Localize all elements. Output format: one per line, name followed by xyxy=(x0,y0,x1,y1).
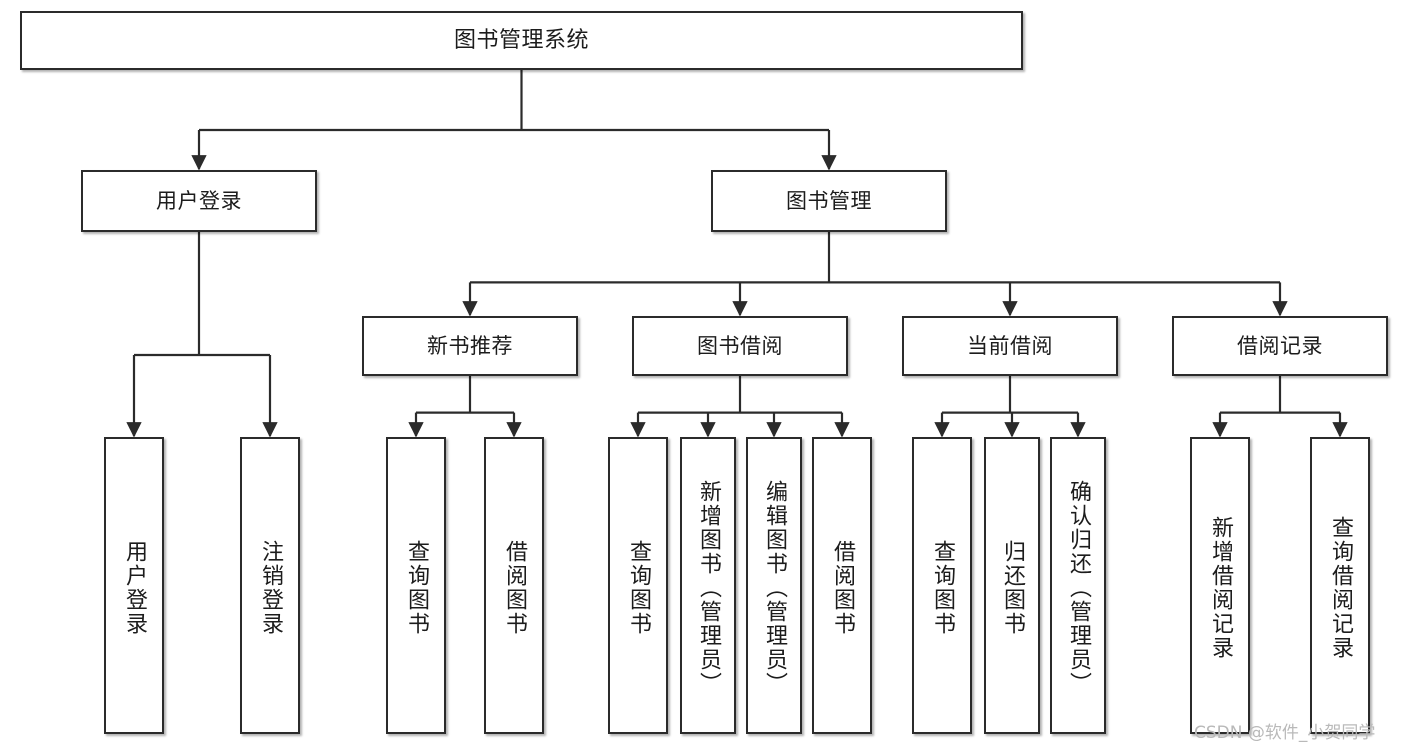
node-leaf-query-book-3-label: 查询图书 xyxy=(929,539,955,636)
node-leaf-user-logout[interactable]: 注销登录 xyxy=(240,437,300,734)
node-user-login[interactable]: 用户登录 xyxy=(81,170,317,232)
node-leaf-borrow-book-2[interactable]: 借阅图书 xyxy=(812,437,872,734)
node-leaf-confirm-return-label: 确认归还（管理员） xyxy=(1065,479,1091,696)
node-leaf-add-record-label: 新增借阅记录 xyxy=(1207,515,1233,660)
node-book-borrow-label: 图书借阅 xyxy=(697,333,783,358)
node-leaf-query-record[interactable]: 查询借阅记录 xyxy=(1310,437,1370,734)
node-leaf-add-book-label: 新增图书（管理员） xyxy=(695,479,721,696)
node-leaf-query-book-3[interactable]: 查询图书 xyxy=(912,437,972,734)
node-leaf-query-book-1-label: 查询图书 xyxy=(403,539,429,636)
node-leaf-query-book-1[interactable]: 查询图书 xyxy=(386,437,446,734)
node-leaf-query-record-label: 查询借阅记录 xyxy=(1327,515,1353,660)
node-leaf-return-book-label: 归还图书 xyxy=(999,539,1025,636)
node-root[interactable]: 图书管理系统 xyxy=(20,11,1023,70)
node-current-borrow-label: 当前借阅 xyxy=(967,333,1053,358)
node-root-label: 图书管理系统 xyxy=(453,27,589,53)
node-leaf-query-book-2-label: 查询图书 xyxy=(625,539,651,636)
node-book-borrow[interactable]: 图书借阅 xyxy=(632,316,848,376)
node-new-book-rec-label: 新书推荐 xyxy=(427,333,513,358)
node-new-book-rec[interactable]: 新书推荐 xyxy=(362,316,578,376)
node-leaf-user-logout-label: 注销登录 xyxy=(257,539,283,636)
node-current-borrow[interactable]: 当前借阅 xyxy=(902,316,1118,376)
node-leaf-confirm-return[interactable]: 确认归还（管理员） xyxy=(1050,437,1106,734)
csdn-watermark: CSDN @软件_小贺同学 xyxy=(1194,723,1376,743)
node-borrow-record-label: 借阅记录 xyxy=(1237,333,1323,358)
node-leaf-user-login-label: 用户登录 xyxy=(121,539,147,636)
node-leaf-borrow-book-1-label: 借阅图书 xyxy=(501,539,527,636)
node-leaf-add-record[interactable]: 新增借阅记录 xyxy=(1190,437,1250,734)
node-leaf-add-book[interactable]: 新增图书（管理员） xyxy=(680,437,736,734)
node-borrow-record[interactable]: 借阅记录 xyxy=(1172,316,1388,376)
node-leaf-borrow-book-1[interactable]: 借阅图书 xyxy=(484,437,544,734)
node-leaf-borrow-book-2-label: 借阅图书 xyxy=(829,539,855,636)
node-book-manage-label: 图书管理 xyxy=(786,188,872,213)
node-leaf-edit-book[interactable]: 编辑图书（管理员） xyxy=(746,437,802,734)
node-leaf-query-book-2[interactable]: 查询图书 xyxy=(608,437,668,734)
node-leaf-user-login[interactable]: 用户登录 xyxy=(104,437,164,734)
node-leaf-return-book[interactable]: 归还图书 xyxy=(984,437,1040,734)
node-book-manage[interactable]: 图书管理 xyxy=(711,170,947,232)
node-leaf-edit-book-label: 编辑图书（管理员） xyxy=(761,479,787,696)
node-user-login-label: 用户登录 xyxy=(156,188,242,213)
